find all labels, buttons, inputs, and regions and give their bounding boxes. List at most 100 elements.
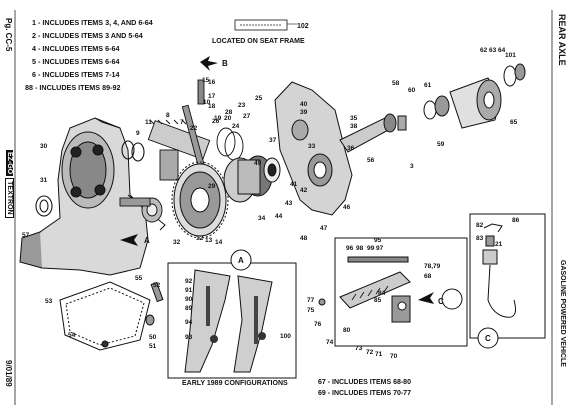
note-line: 67 - INCLUDES ITEMS 68-80 <box>318 379 411 386</box>
part-number-24: 24 <box>232 123 240 130</box>
part-number-50: 50 <box>149 334 157 341</box>
inset-caption: EARLY 1989 CONFIGURATIONS <box>182 380 288 387</box>
part-number-56: 56 <box>367 157 375 164</box>
part-number-15: 15 <box>202 77 210 84</box>
inset-a <box>167 249 297 379</box>
part-number-78-79: 78,79 <box>424 263 441 270</box>
decal-note: LOCATED ON SEAT FRAME <box>212 38 305 45</box>
callout-arrows <box>120 56 434 304</box>
right-housing <box>274 81 353 216</box>
axle-housing <box>19 117 166 276</box>
part-number-51: 51 <box>149 343 157 350</box>
part-number-100: 100 <box>280 333 291 340</box>
header-right: REAR AXLE <box>557 14 567 66</box>
arrow-c-icon <box>418 292 434 304</box>
part-number-52: 52 <box>153 282 161 289</box>
part-number-26: 26 <box>212 118 220 125</box>
differential-case <box>223 155 281 203</box>
arrow-a-icon <box>120 234 138 246</box>
part-number-42: 42 <box>300 187 308 194</box>
brand-sub: TEXTRON <box>5 178 14 218</box>
part-number-64: 64 <box>498 47 506 54</box>
right-axle-shaft <box>339 95 450 153</box>
part-number-80: 80 <box>343 327 351 334</box>
note-line: 6 - INCLUDES ITEMS 7-14 <box>32 70 119 79</box>
part-number-25: 25 <box>255 95 263 102</box>
part-number-95: 95 <box>374 237 382 244</box>
part-number-44: 44 <box>275 213 283 220</box>
part-number-18: 18 <box>208 103 216 110</box>
part-number-39: 39 <box>300 109 308 116</box>
part-number-46: 46 <box>343 204 351 211</box>
part-number-9: 9 <box>136 130 140 137</box>
part-number-58: 58 <box>392 80 400 87</box>
cover-plate <box>59 281 164 351</box>
note-line: 88 - INCLUDES ITEMS 89-92 <box>25 83 120 92</box>
footer-right: GASOLINE POWERED VEHICLE <box>559 260 566 367</box>
part-number-86: 86 <box>512 217 520 224</box>
part-number-30: 30 <box>40 143 48 150</box>
svg-text:B: B <box>222 59 228 68</box>
svg-text:A: A <box>238 256 244 265</box>
part-number-55: 55 <box>135 275 143 282</box>
decal-label: 102 <box>297 23 309 30</box>
part-number-36: 36 <box>347 145 355 152</box>
brake-drum <box>449 63 526 129</box>
note-line: 5 - INCLUDES ITEMS 6-64 <box>32 57 119 66</box>
part-number-97: 97 <box>376 245 384 252</box>
callout-letters: A B C A C <box>144 59 491 343</box>
part-number-29: 29 <box>208 183 216 190</box>
part-number-7: 7 <box>180 119 184 126</box>
part-number-92: 92 <box>185 278 193 285</box>
notes-bottom: 67 - INCLUDES ITEMS 68-80 69 - INCLUDES … <box>318 379 411 397</box>
part-number-96: 96 <box>346 245 354 252</box>
svg-text:C: C <box>438 297 444 306</box>
part-number-73: 73 <box>355 345 363 352</box>
notes-top: 1 - INCLUDES ITEMS 3, 4, AND 6-64 2 - IN… <box>25 18 153 92</box>
part-number-91: 91 <box>185 287 193 294</box>
part-number-3: 3 <box>410 163 414 170</box>
part-number-85: 85 <box>374 297 382 304</box>
part-number-54: 54 <box>68 332 76 339</box>
washers-left <box>35 140 145 217</box>
part-number-82: 82 <box>476 222 484 229</box>
decal-102: 102 LOCATED ON SEAT FRAME <box>212 19 309 45</box>
part-number-21: 21 <box>495 241 503 248</box>
part-number-27: 27 <box>243 113 251 120</box>
part-number-35: 35 <box>350 115 358 122</box>
part-number-93: 93 <box>185 334 193 341</box>
part-number-28: 28 <box>225 109 233 116</box>
part-number-63: 63 <box>489 47 497 54</box>
part-number-32: 32 <box>173 239 181 246</box>
note-line: 4 - INCLUDES ITEMS 6-64 <box>32 44 119 53</box>
part-number-60: 60 <box>408 87 416 94</box>
part-number-31: 31 <box>40 177 48 184</box>
arrow-b-icon <box>200 56 218 71</box>
part-number-13: 13 <box>205 237 213 244</box>
part-number-77: 77 <box>307 297 315 304</box>
part-number-99: 99 <box>367 245 375 252</box>
part-number-19: 19 <box>214 115 222 122</box>
part-number-68: 68 <box>424 273 432 280</box>
part-number-49: 49 <box>254 160 262 167</box>
part-number-37: 37 <box>269 137 277 144</box>
part-number-20: 20 <box>224 115 232 122</box>
part-number-101: 101 <box>505 52 516 59</box>
part-number-40: 40 <box>300 101 308 108</box>
part-number-14: 14 <box>215 239 223 246</box>
part-number-17: 17 <box>208 93 216 100</box>
part-number-75: 75 <box>307 307 315 314</box>
part-number-22: 22 <box>190 125 198 132</box>
ring-gear <box>171 161 229 239</box>
part-number-10: 10 <box>203 99 211 106</box>
part-number-23: 23 <box>238 102 246 109</box>
part-number-33: 33 <box>308 143 316 150</box>
part-number-48: 48 <box>300 235 308 242</box>
part-number-89: 89 <box>185 305 193 312</box>
page-number: Pg. CC-5 <box>4 18 13 52</box>
part-number-8: 8 <box>166 112 170 119</box>
part-number-98: 98 <box>356 245 364 252</box>
